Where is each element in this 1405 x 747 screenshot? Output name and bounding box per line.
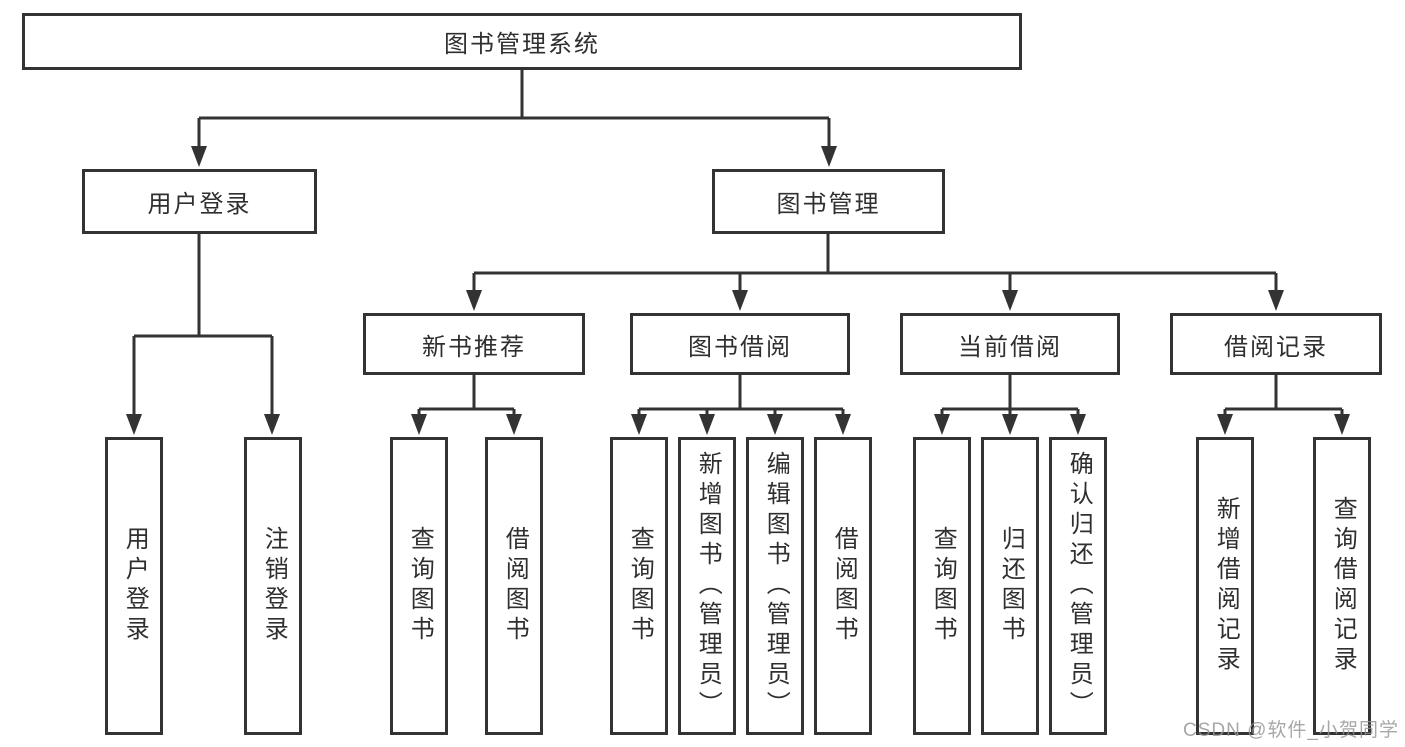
leaf-edit-book-admin-label: 编辑图书（管理员） (762, 451, 790, 721)
leaf-query-borrow-record: 查询借阅记录 (1313, 437, 1371, 735)
leaf-borrow-books-recommend-label: 借阅图书 (501, 526, 529, 646)
leaf-add-book-admin-label: 新增图书（管理员） (694, 451, 722, 721)
leaf-query-books-recommend: 查询图书 (390, 437, 448, 735)
leaf-edit-book-admin: 编辑图书（管理员） (746, 437, 804, 735)
leaf-return-book-label: 归还图书 (997, 526, 1025, 646)
node-book-management: 图书管理 (712, 169, 945, 234)
connector-paths (132, 69, 1344, 418)
leaf-query-borrow-record-label: 查询借阅记录 (1329, 496, 1357, 676)
node-current-borrow: 当前借阅 (900, 313, 1120, 375)
leaf-query-books-recommend-label: 查询图书 (406, 526, 434, 646)
node-borrow-records: 借阅记录 (1170, 313, 1382, 375)
leaf-add-book-admin: 新增图书（管理员） (678, 437, 736, 735)
node-user-login: 用户登录 (82, 169, 317, 234)
node-book-borrow-label: 图书借阅 (688, 333, 792, 361)
node-root: 图书管理系统 (22, 13, 1022, 70)
leaf-query-books-current-label: 查询图书 (929, 526, 957, 646)
node-current-borrow-label: 当前借阅 (958, 333, 1062, 361)
leaf-return-book: 归还图书 (981, 437, 1039, 735)
node-root-label: 图书管理系统 (444, 31, 600, 58)
node-book-borrow: 图书借阅 (630, 313, 850, 375)
leaf-logout: 注销登录 (244, 437, 302, 735)
node-book-management-label: 图书管理 (776, 191, 881, 218)
leaf-borrow-books-recommend: 借阅图书 (485, 437, 543, 735)
leaf-confirm-return-admin-label: 确认归还（管理员） (1065, 451, 1093, 721)
leaf-confirm-return-admin: 确认归还（管理员） (1049, 437, 1107, 735)
leaf-query-books-borrow: 查询图书 (610, 437, 668, 735)
node-borrow-records-label: 借阅记录 (1224, 333, 1328, 361)
node-new-book-recommend-label: 新书推荐 (422, 333, 526, 361)
leaf-borrow-books-borrow-label: 借阅图书 (830, 526, 858, 646)
leaf-query-books-borrow-label: 查询图书 (626, 526, 654, 646)
leaf-query-books-current: 查询图书 (913, 437, 971, 735)
leaf-add-borrow-record: 新增借阅记录 (1196, 437, 1254, 735)
node-user-login-label: 用户登录 (147, 191, 252, 218)
arrowheads (126, 146, 1350, 435)
leaf-add-borrow-record-label: 新增借阅记录 (1212, 496, 1240, 676)
leaf-logout-label: 注销登录 (260, 526, 288, 646)
node-new-book-recommend: 新书推荐 (363, 313, 585, 375)
csdn-watermark: CSDN @软件_小贺同学 (1183, 720, 1399, 741)
leaf-user-login-label: 用户登录 (121, 526, 149, 646)
leaf-user-login: 用户登录 (105, 437, 163, 735)
leaf-borrow-books-borrow: 借阅图书 (814, 437, 872, 735)
